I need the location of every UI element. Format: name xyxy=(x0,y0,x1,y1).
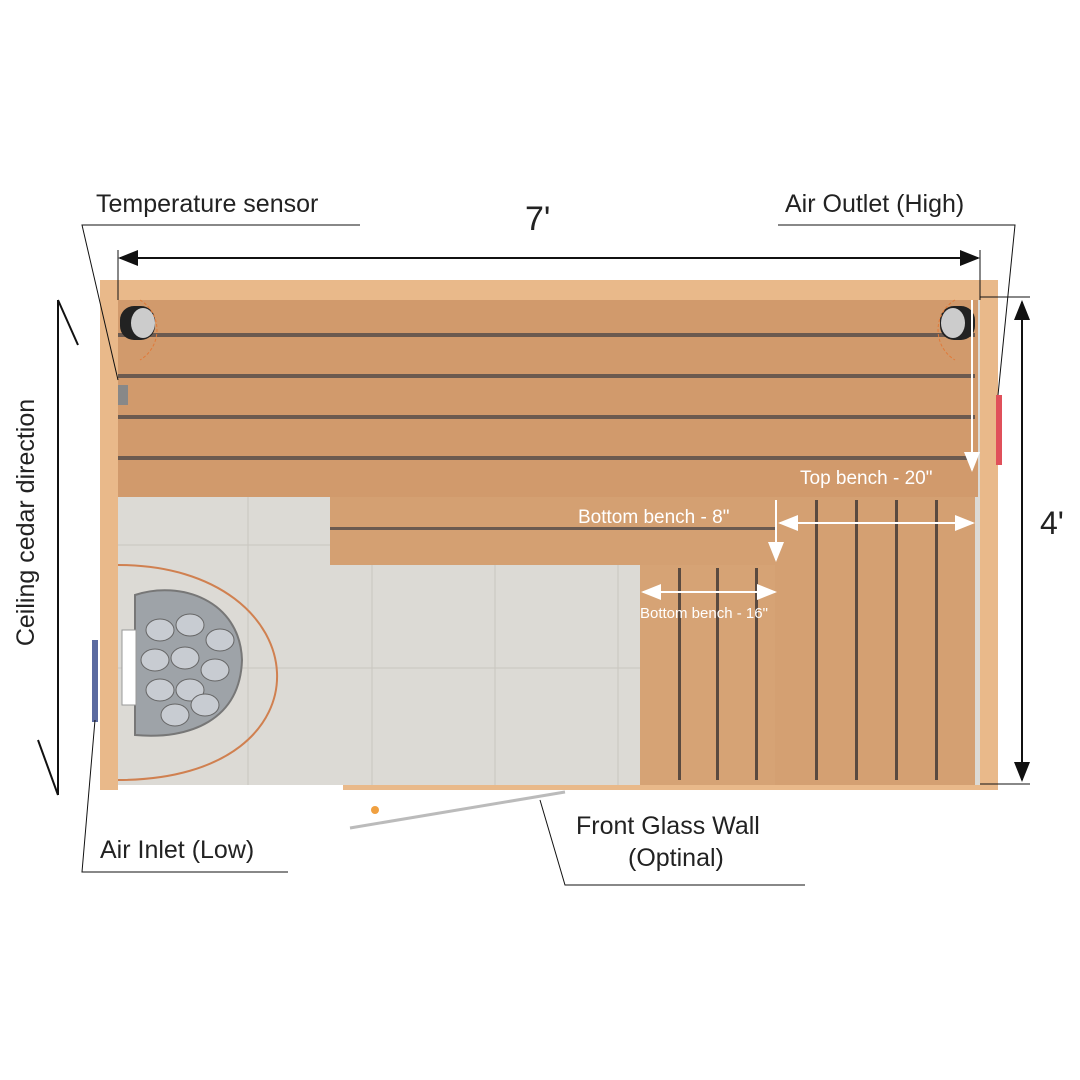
top-bench-side xyxy=(775,497,975,785)
light-icon xyxy=(937,299,975,361)
ceiling-direction-arrow xyxy=(37,299,79,796)
top-bench-label: Top bench - 20" xyxy=(800,468,933,489)
bottom-bench-8 xyxy=(330,497,775,565)
top-bench-long xyxy=(118,300,978,497)
depth-label: 4' xyxy=(1040,505,1064,541)
glass-door xyxy=(349,790,566,830)
slat-gaps xyxy=(678,500,938,780)
air-outlet-label: Air Outlet (High) xyxy=(785,190,965,218)
bottom-bench-16-label: Bottom bench - 16" xyxy=(640,605,768,622)
air-inlet-label: Air Inlet (Low) xyxy=(100,836,255,864)
temperature-sensor-label: Temperature sensor xyxy=(96,190,319,218)
glass-wall-optional-label: (Optinal) xyxy=(628,844,724,872)
ceiling-direction-label: Ceiling cedar direction xyxy=(12,398,41,647)
air-inlet-icon xyxy=(92,640,98,722)
light-icon xyxy=(120,299,158,361)
air-outlet-icon xyxy=(996,395,1002,465)
width-label: 7' xyxy=(525,200,551,238)
bench-gaps xyxy=(118,333,975,460)
heater-icon xyxy=(117,564,278,781)
bottom-bench-8-label: Bottom bench - 8" xyxy=(578,507,730,528)
temperature-sensor-icon xyxy=(118,385,128,405)
glass-wall-label: Front Glass Wall xyxy=(576,812,760,840)
glass-wall xyxy=(118,785,343,790)
bottom-bench-16 xyxy=(640,565,775,785)
